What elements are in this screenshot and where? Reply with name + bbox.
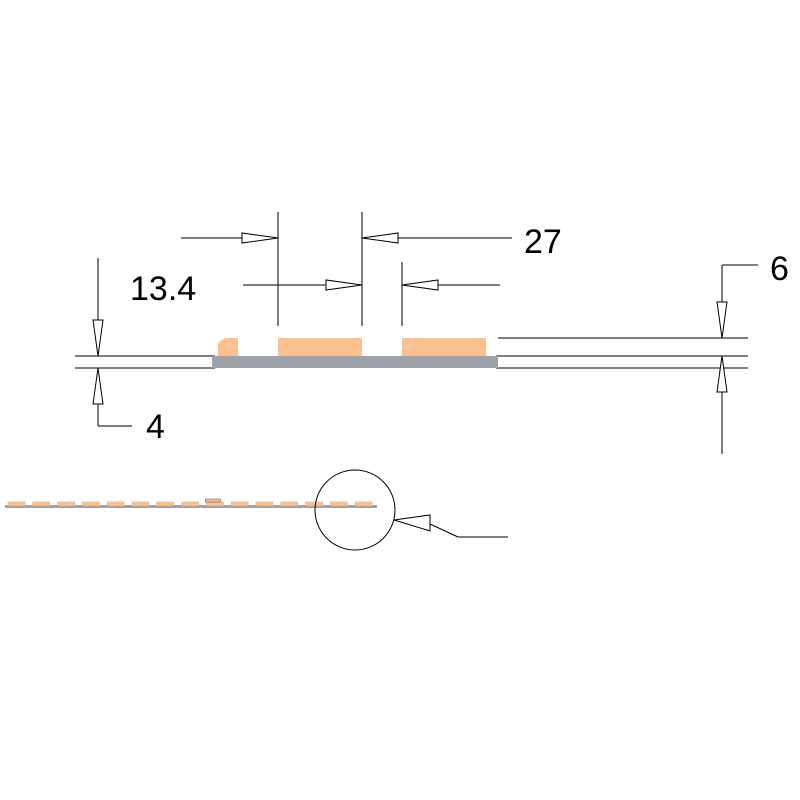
overview-pcb bbox=[5, 505, 377, 508]
overview-led bbox=[280, 501, 299, 507]
thickness-arrow-up bbox=[92, 367, 104, 405]
total-height-label: 6 bbox=[770, 250, 789, 288]
overview-led bbox=[255, 501, 274, 507]
pitch-dimension: 27 bbox=[181, 212, 562, 326]
overview-led bbox=[330, 501, 348, 507]
thickness-arrow-down bbox=[92, 319, 104, 357]
pcb-section bbox=[212, 356, 498, 368]
detail-arrow bbox=[393, 514, 431, 532]
overview-led bbox=[354, 501, 373, 507]
led-width-label: 13.4 bbox=[130, 270, 196, 308]
overview-view bbox=[5, 469, 508, 551]
led-component-2 bbox=[402, 338, 486, 356]
overview-led bbox=[32, 501, 51, 507]
pcb-thickness-dimension: 4 bbox=[92, 258, 165, 446]
led-component-1 bbox=[278, 338, 362, 356]
pitch-arrow-right bbox=[361, 232, 399, 244]
pitch-label: 27 bbox=[524, 223, 562, 261]
overview-led bbox=[57, 501, 75, 507]
pcb-thickness-label: 4 bbox=[146, 408, 165, 446]
detail-view: 27 13.4 4 6 bbox=[75, 212, 789, 454]
height-arrow-down bbox=[716, 301, 728, 339]
overview-led bbox=[305, 501, 323, 507]
width-arrow-left bbox=[325, 279, 363, 291]
overview-led bbox=[106, 501, 125, 507]
pitch-arrow-left bbox=[241, 232, 279, 244]
overview-leds bbox=[7, 498, 373, 507]
total-height-dimension: 6 bbox=[716, 250, 789, 454]
overview-led bbox=[230, 501, 249, 507]
detail-leader bbox=[429, 523, 459, 538]
overview-led bbox=[206, 501, 224, 507]
overview-led bbox=[82, 501, 100, 507]
overview-led bbox=[156, 501, 175, 507]
height-arrow-up bbox=[716, 355, 728, 393]
led-width-dimension: 13.4 bbox=[130, 262, 500, 326]
overview-marker bbox=[205, 498, 221, 503]
width-arrow-right bbox=[401, 279, 439, 291]
led-partial bbox=[218, 338, 238, 356]
overview-led bbox=[181, 501, 199, 507]
detail-circle bbox=[314, 469, 396, 551]
overview-led bbox=[7, 501, 26, 507]
overview-led bbox=[131, 501, 150, 507]
